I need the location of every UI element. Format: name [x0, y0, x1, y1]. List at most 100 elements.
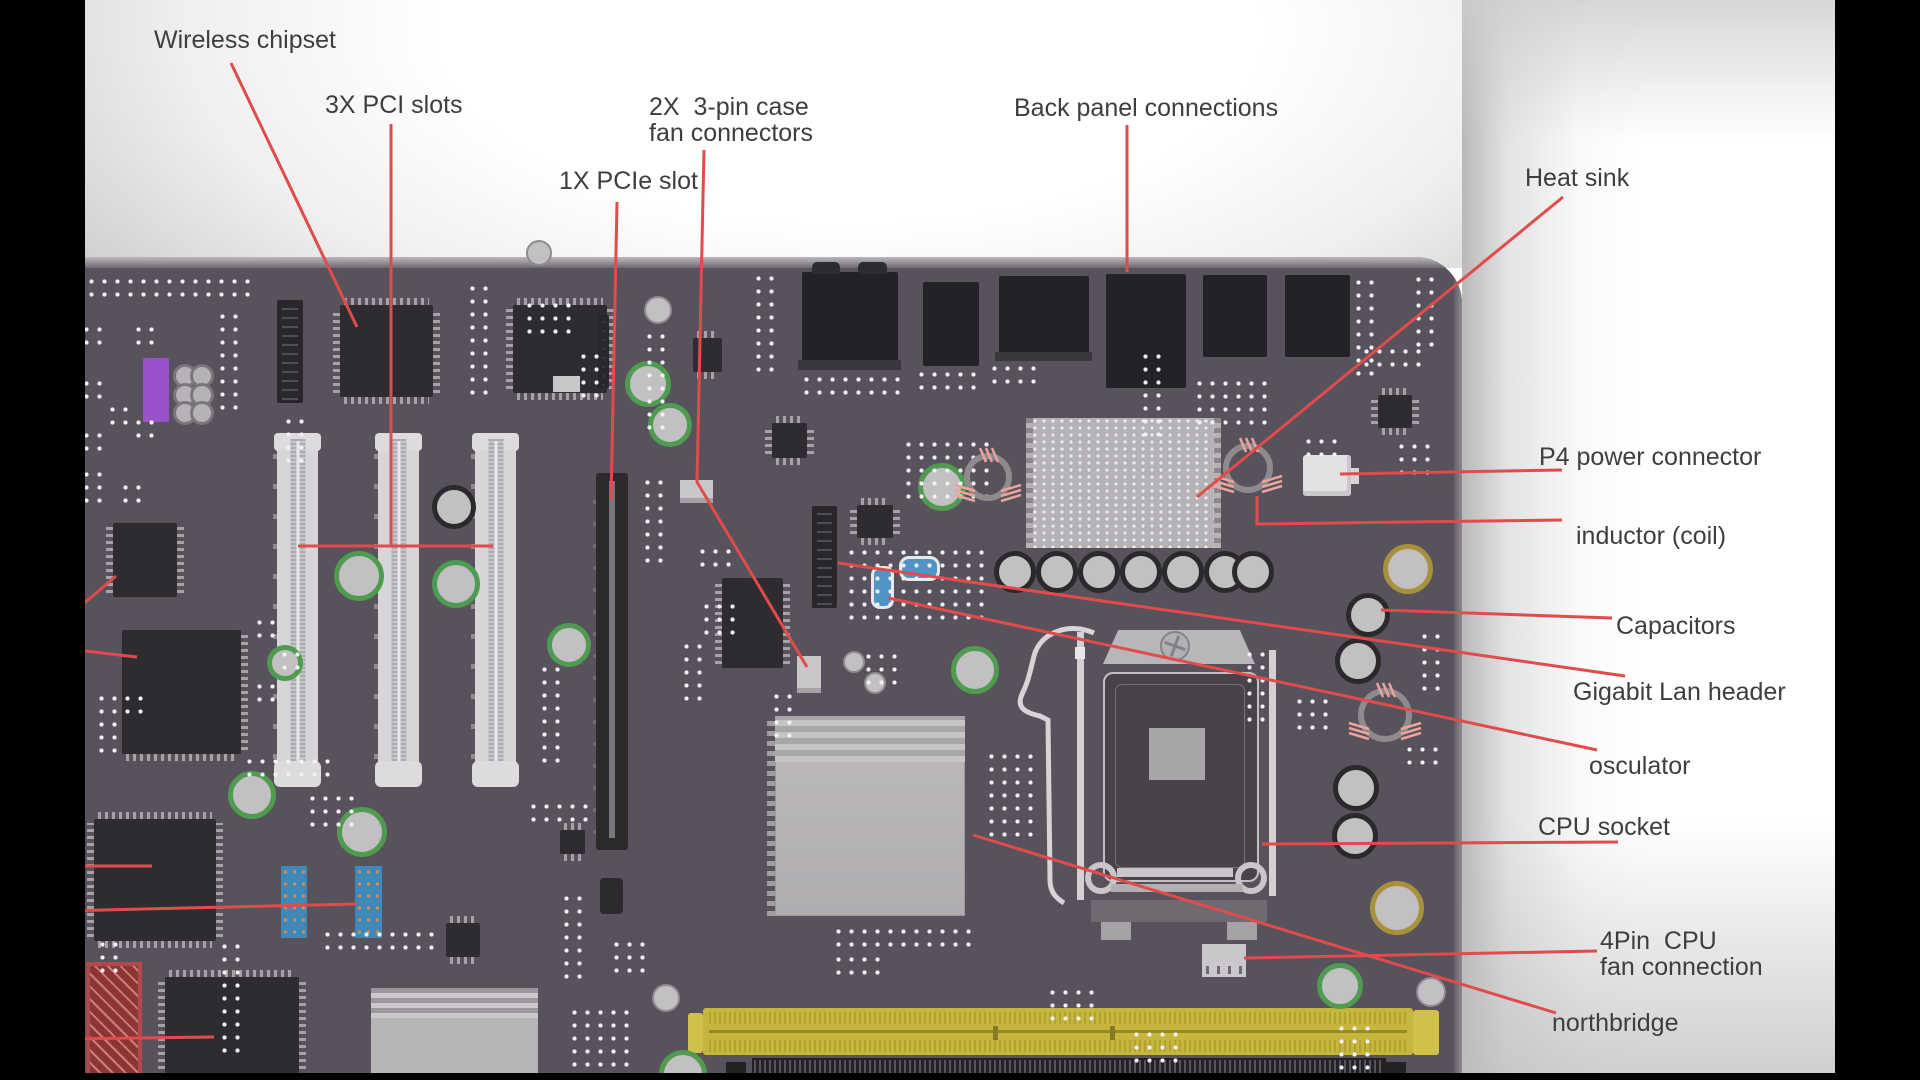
- solder-dot-cluster: [96, 938, 122, 977]
- label-pci-slots: 3X PCI slots: [325, 91, 463, 119]
- solder-dot-cluster: [643, 330, 669, 434]
- board-edge-bevel: [1454, 257, 1462, 1073]
- chip-pins: [776, 458, 803, 465]
- pci-slot-ticks: [374, 449, 378, 759]
- back-panel-connector: [923, 282, 979, 366]
- solder-dot-cluster: [306, 792, 358, 831]
- toroid-wire: [1348, 726, 1370, 736]
- toroid-wire: [1000, 488, 1022, 498]
- label-capacitors: Capacitors: [1616, 612, 1736, 640]
- solder-dot-cluster: [1360, 345, 1425, 371]
- capacitor-dark: [994, 551, 1036, 593]
- chip-pins: [697, 372, 718, 379]
- gigabit-line: [837, 561, 1626, 678]
- capacitor-green: [1317, 963, 1363, 1009]
- chip-pins: [433, 309, 440, 393]
- chip-pins: [893, 509, 900, 534]
- ram-slot-groove: [709, 1030, 1407, 1033]
- ram-slot-latch-left: [688, 1013, 703, 1053]
- capacitor-dark: [1346, 593, 1390, 637]
- cpu-socket-cavity-inner: [1115, 684, 1245, 868]
- label-case-fan-connectors: 2X 3-pin case fan connectors: [649, 93, 813, 147]
- back-panel-base: [995, 352, 1092, 361]
- pci-slot-mid: [397, 441, 400, 769]
- solder-dot-cluster: [216, 310, 242, 414]
- solder-dot-cluster: [243, 755, 334, 781]
- case-fan-connector: [797, 656, 821, 693]
- pcie-slot-ticks: [593, 487, 596, 834]
- chip-pins: [344, 298, 429, 305]
- solder-dot-cluster: [466, 282, 492, 399]
- heat-sink-line: [1196, 195, 1564, 499]
- toroid-wire: [1400, 721, 1422, 731]
- solder-dot-cluster: [253, 680, 279, 706]
- toroid-inductor: [964, 453, 1012, 501]
- solder-dot-cluster: [700, 600, 739, 639]
- chip-pins: [450, 916, 476, 923]
- board-edge-bevel: [80, 257, 1462, 268]
- cpu-socket-lever: [1017, 626, 1096, 906]
- ide-connector: [86, 962, 142, 1080]
- back-panel-connector: [1203, 275, 1267, 357]
- solder-dot-cluster: [1302, 435, 1341, 461]
- toroid-wire: [954, 483, 976, 493]
- capacitor-plain: [1416, 977, 1446, 1007]
- chip: [122, 630, 248, 761]
- chip-pins: [506, 309, 513, 389]
- northbridge-fins: [775, 716, 965, 762]
- chip-pins: [1371, 399, 1378, 424]
- solder-dot-cluster: [106, 403, 132, 429]
- pin-header-small: [598, 315, 609, 389]
- solder-dot-cluster: [577, 350, 603, 402]
- back-panel-connector: [802, 272, 898, 365]
- label-back-panel-connections: Back panel connections: [1014, 94, 1279, 122]
- solder-dot-cluster: [253, 616, 279, 642]
- back-panel-connector: [1285, 275, 1350, 357]
- background-shade: [1462, 0, 1835, 140]
- solder-dot-cluster: [845, 546, 988, 624]
- toroid-wire: [1238, 437, 1248, 453]
- capacitor-dark: [1232, 551, 1274, 593]
- chip-pins: [98, 941, 212, 948]
- solder-dot-cluster: [560, 892, 586, 983]
- pin-header: [277, 300, 303, 403]
- wireless-chipset-chip: [333, 298, 440, 404]
- capacitor-dark: [1332, 813, 1378, 859]
- chip: [693, 331, 722, 379]
- toroid-wire: [984, 447, 994, 463]
- capacitor-dark: [432, 485, 476, 529]
- capacitor-dark: [1120, 551, 1162, 593]
- capacitor-green: [547, 623, 591, 667]
- chip-pins: [344, 397, 429, 404]
- toroid-wire: [1213, 474, 1235, 484]
- solder-dot-cluster: [527, 800, 592, 826]
- toroid-wire: [1400, 726, 1422, 736]
- solder-dot-cluster: [1418, 630, 1444, 695]
- wireless-chipset-line: [229, 62, 359, 328]
- capacitor-dark: [1078, 551, 1120, 593]
- label-inductor-coil: inductor (coil): [1576, 522, 1727, 550]
- capacitor-plain: [526, 240, 552, 266]
- solder-dot-cluster: [680, 640, 706, 705]
- cpu-socket-lever-tab: [1075, 647, 1085, 659]
- chip-pins: [1412, 399, 1419, 424]
- capacitor-gold: [1370, 881, 1424, 935]
- chip-pins: [564, 854, 581, 861]
- p4-power-connector: [1303, 455, 1351, 496]
- capacitor-dark: [1162, 551, 1204, 593]
- letterbox-bar-left: [0, 0, 85, 1080]
- toroid-wire: [954, 493, 976, 503]
- northbridge-fin-edge: [767, 716, 775, 916]
- cpu-socket-bar2: [1111, 884, 1243, 892]
- solder-dot-cluster: [321, 928, 438, 954]
- solder-dot-cluster: [1293, 695, 1332, 734]
- ram-slot-key: [1110, 1026, 1115, 1040]
- cpu-socket-rail-left: [1077, 632, 1084, 900]
- solder-dot-cluster: [1130, 1028, 1182, 1067]
- cpu-socket-foot-left: [1101, 922, 1131, 940]
- solder-dot-cluster: [1139, 350, 1165, 441]
- cpu-socket-center-pad: [1149, 728, 1205, 780]
- toroid-inductor: [1223, 443, 1273, 493]
